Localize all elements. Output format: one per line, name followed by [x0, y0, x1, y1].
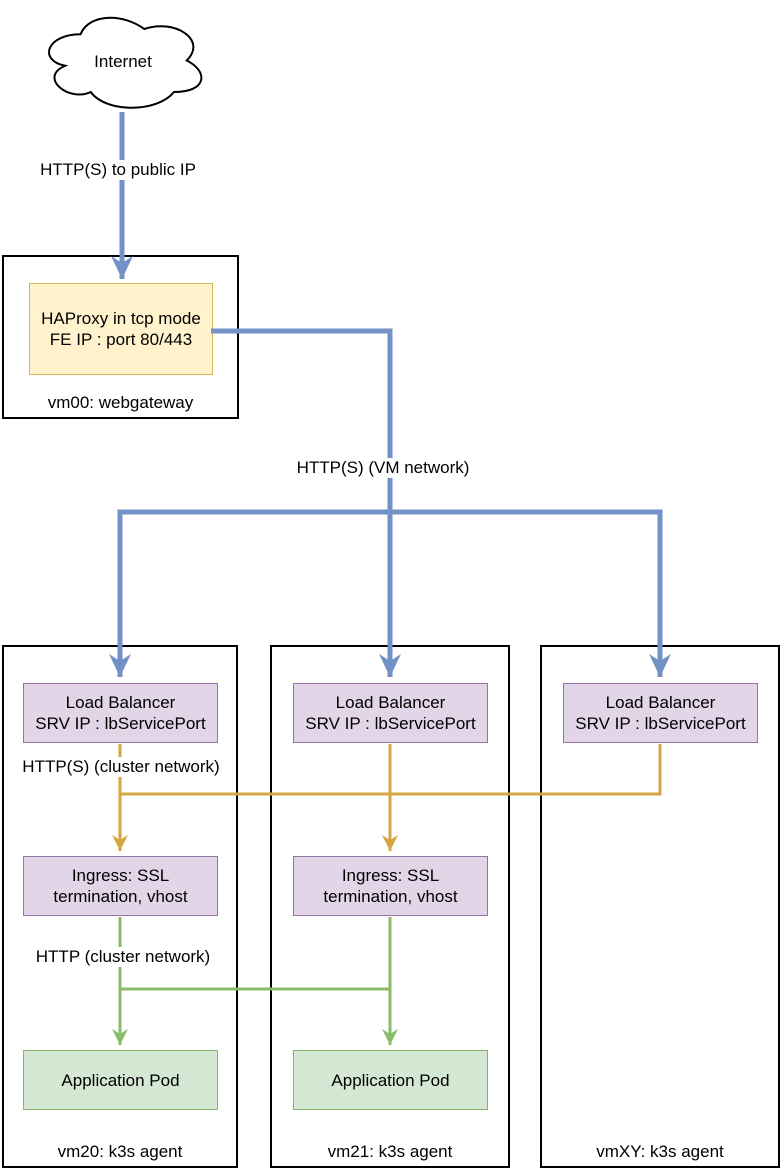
- ingress-line2: termination, vhost: [53, 887, 188, 906]
- haproxy-node: HAProxy in tcp mode FE IP : port 80/443: [29, 283, 213, 375]
- load-balancer-line2: SRV IP : lbServicePort: [35, 714, 206, 733]
- load-balancer-line1: Load Balancer: [65, 693, 176, 712]
- ingress-line2: termination, vhost: [323, 887, 458, 906]
- vm20-label: vm20: k3s agent: [57, 1142, 183, 1161]
- load-balancer-node-vm21: Load Balancer SRV IP : lbServicePort: [293, 683, 488, 743]
- haproxy-line1: HAProxy in tcp mode: [41, 309, 201, 328]
- edge-label-vm-network: HTTP(S) (VM network): [293, 458, 473, 478]
- ingress-line1: Ingress: SSL: [71, 866, 170, 885]
- load-balancer-node-vmxy: Load Balancer SRV IP : lbServicePort: [563, 683, 758, 743]
- app-pod-label: Application Pod: [331, 1070, 450, 1090]
- load-balancer-line2: SRV IP : lbServicePort: [575, 714, 746, 733]
- haproxy-line2: FE IP : port 80/443: [49, 330, 193, 349]
- ingress-node-vm21: Ingress: SSL termination, vhost: [293, 856, 488, 916]
- internet-label: Internet: [94, 52, 152, 71]
- load-balancer-node-vm20: Load Balancer SRV IP : lbServicePort: [23, 683, 218, 743]
- app-pod-node-vm20: Application Pod: [23, 1050, 218, 1110]
- load-balancer-line1: Load Balancer: [335, 693, 446, 712]
- edge-label-cluster-https: HTTP(S) (cluster network): [19, 757, 223, 777]
- vm00-label: vm00: webgateway: [47, 393, 194, 412]
- vmxy-label: vmXY: k3s agent: [596, 1142, 724, 1161]
- ingress-line1: Ingress: SSL: [341, 866, 440, 885]
- app-pod-label: Application Pod: [61, 1070, 180, 1090]
- load-balancer-line2: SRV IP : lbServicePort: [305, 714, 476, 733]
- ingress-node-vm20: Ingress: SSL termination, vhost: [23, 856, 218, 916]
- load-balancer-line1: Load Balancer: [605, 693, 716, 712]
- edge-label-cluster-http: HTTP (cluster network): [32, 947, 214, 967]
- vm21-label: vm21: k3s agent: [327, 1142, 453, 1161]
- app-pod-node-vm21: Application Pod: [293, 1050, 488, 1110]
- edge-label-public-ip: HTTP(S) to public IP: [37, 160, 199, 180]
